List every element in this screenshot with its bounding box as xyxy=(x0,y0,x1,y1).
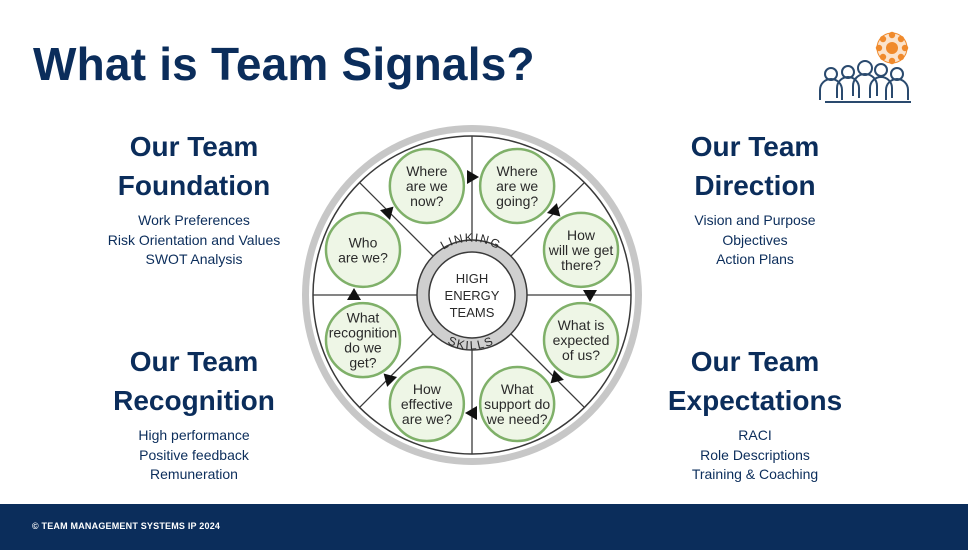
question-text: of us? xyxy=(562,347,600,363)
question-text: Where xyxy=(406,163,447,179)
quadrant-item: SWOT Analysis xyxy=(145,251,243,268)
quadrant-item: Vision and Purpose xyxy=(694,212,816,228)
question-text: How xyxy=(413,381,442,397)
quadrant-item: Action Plans xyxy=(716,251,794,268)
question-text: are we xyxy=(406,178,448,194)
quadrant-heading-line-1: Our Team xyxy=(129,131,259,162)
quadrant-direction: Our Team Direction Vision and Purpose Ob… xyxy=(625,127,885,270)
quadrant-foundation: Our Team Foundation Work Preferences Ris… xyxy=(64,127,324,270)
wheel-spoke xyxy=(510,182,585,257)
quadrant-item: Risk Orientation and Values xyxy=(107,231,281,248)
quadrant-heading-line-2: Expectations xyxy=(667,385,843,416)
question-text: expected xyxy=(553,332,610,348)
quadrant-heading-line-2: Recognition xyxy=(113,385,275,416)
hub-label-line-3: TEAMS xyxy=(450,305,495,320)
hub-circle xyxy=(428,251,516,339)
flow-arrow-icon xyxy=(467,170,479,184)
wheel-arrows xyxy=(347,170,597,420)
ring-label-bottom: SKILLS xyxy=(446,333,496,352)
quadrant-item: Objectives xyxy=(722,231,788,248)
question-text: What is xyxy=(558,317,605,333)
question-text: What xyxy=(347,310,380,326)
flow-arrow-icon xyxy=(550,369,564,384)
question-text: effective xyxy=(401,396,453,412)
wheel-spoke xyxy=(359,182,434,257)
question-text: now? xyxy=(410,193,444,209)
question-text: support do xyxy=(484,396,550,412)
flow-arrow-icon xyxy=(465,406,477,420)
quadrant-item: High performance xyxy=(138,427,250,443)
flow-arrow-icon xyxy=(380,206,394,221)
question-text: What xyxy=(501,381,534,397)
ring-label-top: LINKING xyxy=(438,230,504,252)
question-text: Where xyxy=(497,163,538,179)
question-text: How xyxy=(567,227,596,243)
footer-bar: © TEAM MANAGEMENT SYSTEMS IP 2024 xyxy=(0,504,968,550)
flow-arrow-icon xyxy=(383,373,398,387)
page-title: What is Team Signals? xyxy=(33,38,535,90)
wheel-spokes xyxy=(313,136,631,454)
flow-arrow-icon xyxy=(583,290,597,302)
hub-label-line-2: ENERGY xyxy=(445,288,500,303)
copyright-text: © TEAM MANAGEMENT SYSTEMS IP 2024 xyxy=(32,521,221,531)
question-text: will we get xyxy=(548,242,614,258)
wheel-spoke xyxy=(510,333,585,408)
team-wheel-diagram: LINKING SKILLS HIGH ENERGY TEAMS Wherear… xyxy=(302,125,642,465)
question-text: are we? xyxy=(402,411,452,427)
quadrant-heading-line-1: Our Team xyxy=(690,131,820,162)
question-text: we need? xyxy=(486,411,548,427)
question-text: there? xyxy=(561,257,601,273)
question-text: do we xyxy=(344,340,382,356)
question-text: are we xyxy=(496,178,538,194)
quadrant-heading-line-2: Direction xyxy=(694,170,816,201)
quadrant-recognition: Our Team Recognition High performance Po… xyxy=(64,342,324,485)
team-logo-icon xyxy=(819,31,911,103)
flow-arrow-icon xyxy=(546,203,561,217)
quadrant-item: RACI xyxy=(738,427,772,443)
quadrant-item: Training & Coaching xyxy=(691,466,819,483)
flow-arrow-icon xyxy=(347,288,361,300)
question-text: recognition xyxy=(329,325,398,341)
quadrant-heading-line-1: Our Team xyxy=(690,346,820,377)
question-text: get? xyxy=(349,355,376,371)
wheel-spoke xyxy=(359,333,434,408)
quadrant-item: Role Descriptions xyxy=(700,446,810,463)
quadrant-item: Positive feedback xyxy=(139,446,249,463)
quadrant-heading-line-2: Foundation xyxy=(117,170,271,201)
quadrant-heading-line-1: Our Team xyxy=(129,346,259,377)
question-text: going? xyxy=(496,193,538,209)
question-text: are we? xyxy=(338,249,388,265)
quadrant-item: Remuneration xyxy=(150,466,238,483)
quadrant-expectations: Our Team Expectations RACI Role Descript… xyxy=(625,342,885,485)
quadrant-item: Work Preferences xyxy=(138,212,250,228)
hub-label-line-1: HIGH xyxy=(456,271,489,286)
question-text: Who xyxy=(349,234,378,250)
